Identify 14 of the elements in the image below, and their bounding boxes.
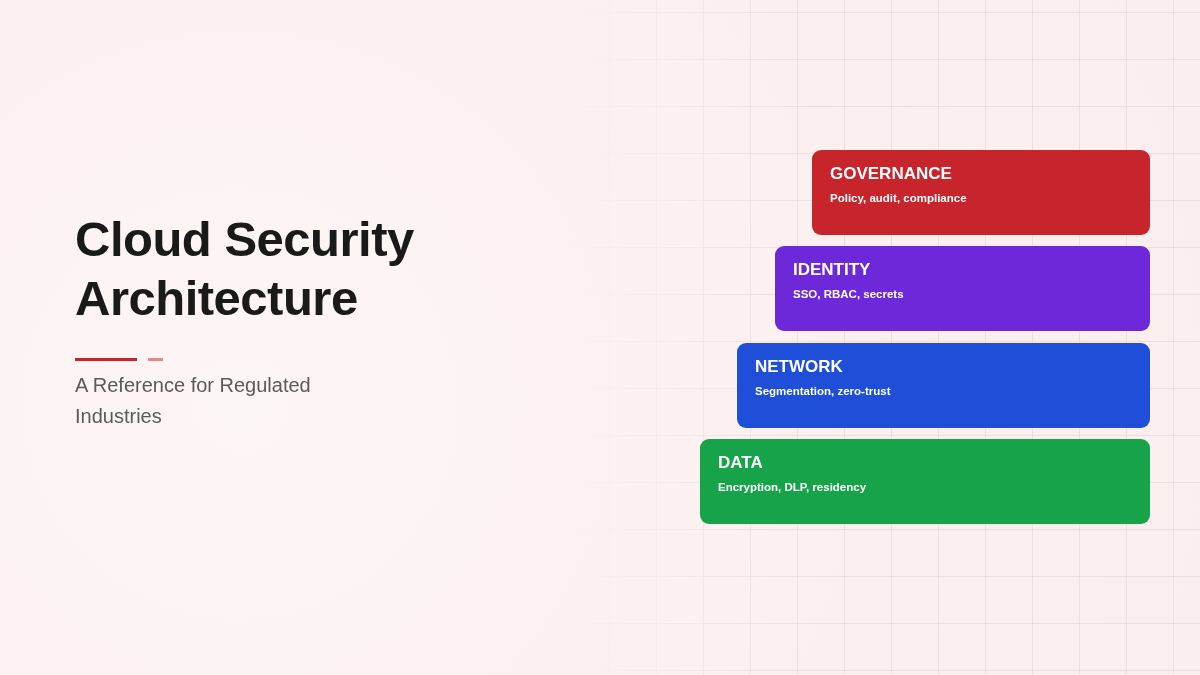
layer-title: DATA [718, 453, 764, 473]
layer-description: Policy, audit, compliance [830, 191, 968, 205]
layer-box [737, 343, 1150, 428]
title: Cloud Security Architecture [75, 211, 415, 327]
layer-title: GOVERNANCE [830, 164, 953, 184]
layer-box [775, 246, 1150, 331]
layer-title: IDENTITY [793, 260, 872, 280]
layer-description: Encryption, DLP, residency [718, 480, 868, 494]
layer-description: Segmentation, zero-trust [755, 384, 892, 398]
layer-title: NETWORK [755, 357, 844, 377]
layer-box [812, 150, 1150, 235]
layer-box [700, 439, 1150, 524]
subtitle: A Reference for Regulated Industries [75, 373, 312, 429]
layer-description: SSO, RBAC, secrets [793, 287, 905, 301]
